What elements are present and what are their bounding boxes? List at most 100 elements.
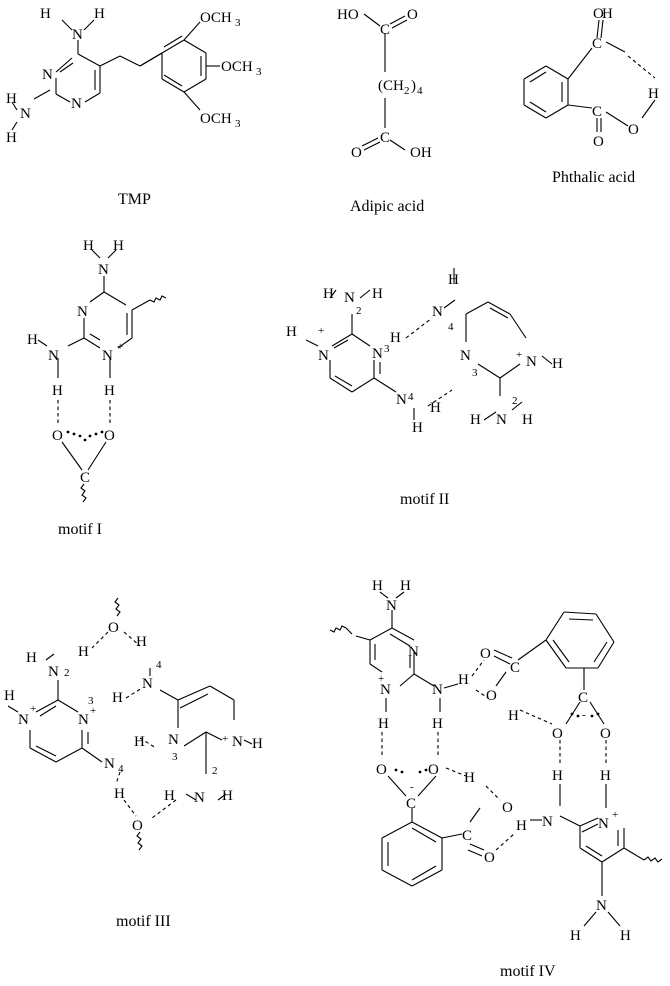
m1-plus: + bbox=[117, 341, 123, 353]
m4-plus-top: + bbox=[378, 673, 384, 685]
m3-h-top: H bbox=[136, 634, 147, 650]
m3-n-amino-2: N bbox=[48, 664, 59, 680]
m2-h-9: H bbox=[470, 412, 481, 428]
m4-n-amino-bottom-4: N bbox=[596, 898, 607, 914]
caption-motif-2: motif II bbox=[400, 491, 449, 508]
tmp-h-1: H bbox=[40, 6, 51, 22]
m4-n-amino-2: N bbox=[432, 682, 443, 698]
m1-h-4: H bbox=[52, 383, 63, 399]
m2-n-amino-2-right: N bbox=[496, 412, 507, 428]
m3-sub-3-right: 3 bbox=[172, 751, 178, 763]
svg-text:OCH: OCH bbox=[200, 10, 232, 26]
m2-n-amino-4-left: N bbox=[396, 392, 407, 408]
m4-h-8: H bbox=[552, 768, 563, 784]
m3-o-bottom: O bbox=[132, 818, 143, 834]
m3-h-2: H bbox=[78, 644, 89, 660]
m2-sub-2: 2 bbox=[356, 305, 362, 317]
m4-minus-top: - bbox=[582, 709, 586, 721]
m4-n-ring-3: N bbox=[408, 644, 419, 660]
tmp-n-amino-2: N bbox=[20, 106, 31, 122]
svg-text:(CH: (CH bbox=[378, 78, 404, 94]
m4-h-5: H bbox=[378, 716, 389, 732]
m3-sub-3-left: 3 bbox=[88, 695, 94, 707]
m4-h-10: H bbox=[516, 818, 527, 834]
m4-minus-bottom: - bbox=[410, 781, 414, 793]
m3-sub-4-top: 4 bbox=[156, 659, 162, 671]
m4-o-1: O bbox=[480, 646, 491, 662]
m3-n-amino-2-right: N bbox=[194, 790, 205, 806]
m4-h-12: H bbox=[620, 928, 631, 944]
svg-text:3: 3 bbox=[235, 17, 241, 29]
m3-o-top: O bbox=[108, 620, 119, 636]
m4-plus-bottom: + bbox=[612, 809, 618, 821]
motif-4-structure: H H N N O C + N N H O H C - H H O O O O … bbox=[329, 578, 663, 980]
phthalic-h-bridge: H bbox=[648, 86, 659, 102]
m4-c-carboxylate-top: C bbox=[578, 690, 588, 706]
tmp-och3-mid: OCH 3 bbox=[221, 59, 262, 78]
m3-h-8: H bbox=[164, 788, 175, 804]
m2-h-7: H bbox=[448, 272, 459, 288]
svg-text:2: 2 bbox=[404, 85, 410, 97]
m3-h-6: H bbox=[252, 736, 263, 752]
caption-motif-3: motif III bbox=[116, 913, 171, 930]
m4-h-1: H bbox=[372, 578, 383, 594]
m4-o-5: O bbox=[376, 762, 387, 778]
tmp-n-ring-1: N bbox=[71, 96, 82, 112]
m1-h-5: H bbox=[104, 383, 115, 399]
m4-o-4: O bbox=[600, 726, 611, 742]
m3-h-5: H bbox=[134, 734, 145, 750]
m3-plus-right: + bbox=[222, 733, 228, 745]
m1-n-amino-4: N bbox=[98, 262, 109, 278]
m4-o-2: O bbox=[486, 688, 497, 704]
m3-n-amino-4-top: N bbox=[142, 676, 153, 692]
m4-h-6: H bbox=[432, 716, 443, 732]
phthalic-acid-structure: O H C H C O O Phthalic acid bbox=[523, 6, 659, 186]
m1-n-amino-2: N bbox=[48, 348, 59, 364]
m1-h-1: H bbox=[83, 238, 94, 254]
m4-o-6: O bbox=[428, 762, 439, 778]
tmp-h-4: H bbox=[6, 130, 17, 146]
m2-h-8: H bbox=[552, 356, 563, 372]
adipic-ch2-chain: (CH 2 ) 4 bbox=[378, 78, 423, 97]
m2-n-ring-3: N bbox=[372, 346, 383, 362]
m4-n-amino-bottom: N bbox=[542, 814, 553, 830]
m3-plus-left: + bbox=[30, 703, 36, 715]
motif-1-structure: H H N N H N N + H H O O C motif I bbox=[27, 238, 167, 538]
adipic-c-top: C bbox=[380, 22, 390, 38]
tmp-och3-top: OCH 3 bbox=[200, 10, 241, 29]
m3-n-ring-1-right: N bbox=[232, 734, 243, 750]
m2-h-6: H bbox=[430, 400, 441, 416]
m2-sub-2-right: 2 bbox=[512, 395, 518, 407]
motif-2-structure: H N 2 H H H + N N 3 N 4 H H H N 4 N 3 + … bbox=[286, 268, 563, 508]
m2-h-5: H bbox=[412, 420, 423, 436]
caption-motif-4: motif IV bbox=[500, 963, 556, 980]
m1-h-3: H bbox=[27, 332, 38, 348]
m3-h-7: H bbox=[114, 786, 125, 802]
svg-text:4: 4 bbox=[417, 85, 423, 97]
m4-h-4: H bbox=[508, 708, 519, 724]
tmp-n-amino-4: N bbox=[72, 27, 83, 43]
m4-h-7: H bbox=[464, 770, 475, 786]
m4-h-9: H bbox=[600, 768, 611, 784]
caption-tmp: TMP bbox=[118, 191, 151, 208]
svg-text:3: 3 bbox=[256, 66, 262, 78]
m3-n-ring-3: N bbox=[78, 712, 89, 728]
m3-h-3: H bbox=[112, 690, 123, 706]
m2-sub-3-left: 3 bbox=[384, 343, 390, 355]
svg-text:): ) bbox=[411, 78, 416, 94]
m2-sub-4-left: 4 bbox=[408, 391, 414, 403]
m3-n-amino-4-bottom: N bbox=[104, 756, 115, 772]
m1-o-right: O bbox=[104, 428, 115, 444]
m2-n-ring-3-right: N bbox=[460, 348, 471, 364]
m1-c: C bbox=[80, 470, 90, 486]
m3-sub-2: 2 bbox=[64, 667, 70, 679]
m1-n-ring-1: N bbox=[102, 348, 113, 364]
m3-n-ring-3-right: N bbox=[168, 732, 179, 748]
adipic-c-bottom: C bbox=[380, 130, 390, 146]
m4-c-carboxylate-bottom: C bbox=[406, 796, 416, 812]
m2-n-amino-4-right: N bbox=[432, 304, 443, 320]
tmp-h-3: H bbox=[6, 91, 17, 107]
m2-h-3: H bbox=[390, 330, 401, 346]
